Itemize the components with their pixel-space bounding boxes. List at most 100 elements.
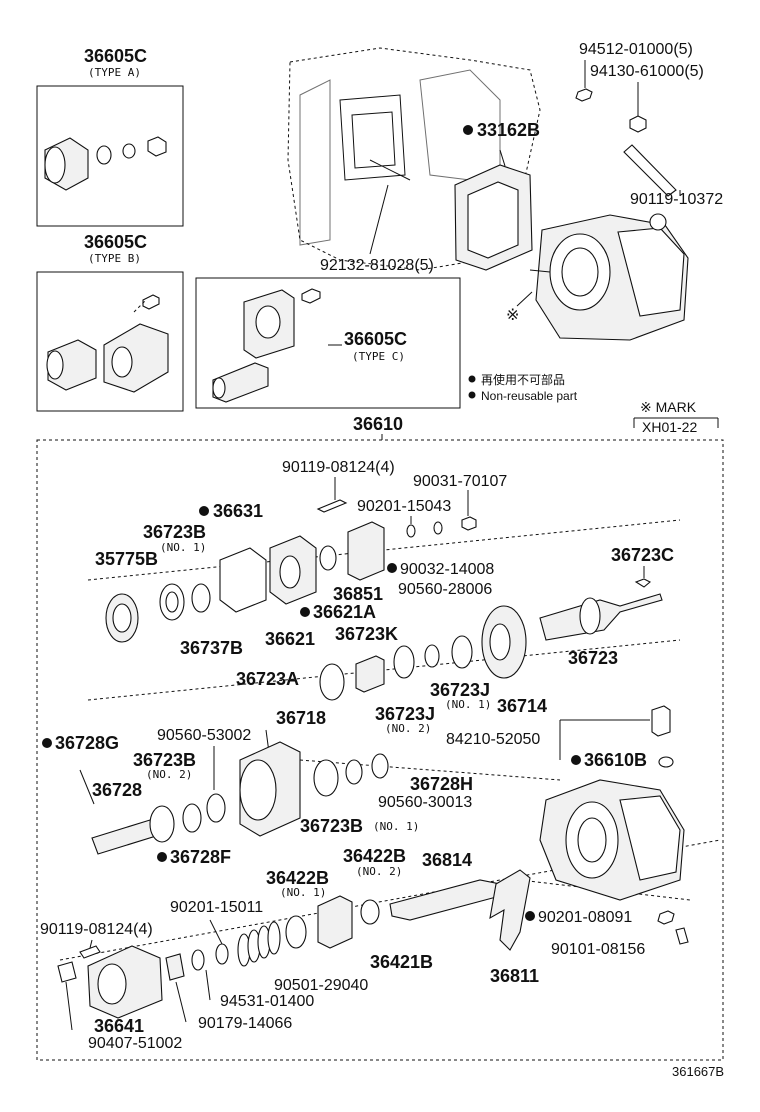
callout-92132[interactable]: 92132-81028(5) <box>320 257 434 274</box>
mark-label: ※ MARK <box>640 399 697 415</box>
callout-94512[interactable]: 94512-01000(5) <box>579 41 693 58</box>
callout-36728[interactable]: 36728 <box>92 780 142 800</box>
callout-90201-15043[interactable]: 90201-15043 <box>357 498 451 515</box>
bolt-90119-08124 <box>316 499 348 513</box>
legend-en-note: Non-reusable part <box>481 389 578 403</box>
callout-33162b[interactable]: 33162B <box>477 120 540 140</box>
callout-36728h[interactable]: 36728H <box>410 774 473 794</box>
callout-94531[interactable]: 94531-01400 <box>220 993 314 1010</box>
lock-washer <box>575 88 593 102</box>
callout-35775b[interactable]: 35775B <box>95 549 158 569</box>
type-c-part-number[interactable]: 36605C <box>344 329 407 349</box>
callout-90031[interactable]: 90031-70107 <box>413 473 507 490</box>
callout-90101-08156[interactable]: 90101-08156 <box>551 941 645 958</box>
callout-90560-53002[interactable]: 90560-53002 <box>157 727 251 744</box>
callout-36422b-no1[interactable]: 36422B <box>266 868 329 888</box>
callout-36723j-a[interactable]: 36723J <box>430 680 490 700</box>
callout-90560-28006[interactable]: 90560-28006 <box>398 581 492 598</box>
callout-90201-08091[interactable]: 90201-08091 <box>538 909 632 926</box>
callout-36723b-bottom-sub: (NO. 1) <box>373 820 419 833</box>
callout-36422b-no2[interactable]: 36422B <box>343 846 406 866</box>
callout-36814[interactable]: 36814 <box>422 850 472 870</box>
callout-90201-15011[interactable]: 90201-15011 <box>170 899 263 916</box>
washer-90201-15043 <box>406 524 416 538</box>
type-c-group: 36605C (TYPE C) <box>195 277 461 409</box>
type-c-label: (TYPE C) <box>352 350 405 363</box>
callout-36723j-b-sub: (NO. 2) <box>385 722 431 735</box>
callout-36851[interactable]: 36851 <box>333 584 383 604</box>
type-b-group: 36605C (TYPE B) <box>36 232 184 412</box>
callout-36723k[interactable]: 36723K <box>335 624 398 644</box>
washer-36422b-no2 <box>360 899 380 925</box>
type-b-parts <box>46 294 169 393</box>
washer-36422b-no1 <box>285 915 307 949</box>
bolt-90101-08156 <box>675 927 689 945</box>
power-takeoff-unit <box>529 213 689 341</box>
shift-shaft-36814 <box>389 879 501 921</box>
callout-36714[interactable]: 36714 <box>497 696 547 716</box>
plug-36723c <box>634 578 651 588</box>
callout-90119-10372[interactable]: 90119-10372 <box>630 191 723 208</box>
type-b-part-number[interactable]: 36605C <box>84 232 147 252</box>
callout-36737b[interactable]: 36737B <box>180 638 243 658</box>
callout-84210[interactable]: 84210-52050 <box>446 731 540 748</box>
callout-36728f[interactable]: 36728F <box>170 847 231 867</box>
ring-90560-53002 <box>206 793 226 823</box>
callout-94130[interactable]: 94130-61000(5) <box>590 63 704 80</box>
nut-90031 <box>461 516 477 531</box>
ring-90560-30013 <box>345 759 363 785</box>
bolt-90119-08124-bottom <box>79 945 101 959</box>
callout-90560-30013[interactable]: 90560-30013 <box>378 794 472 811</box>
callout-90501-29040[interactable]: 90501-29040 <box>274 977 368 994</box>
bearing-36723b-bottom <box>313 759 339 797</box>
callout-36723[interactable]: 36723 <box>568 648 618 668</box>
legend-dot-jp <box>468 375 476 383</box>
callout-36728g[interactable]: 36728G <box>55 733 119 753</box>
callout-36723b-no1[interactable]: 36723B <box>143 522 206 542</box>
bearing-36723a <box>319 663 345 701</box>
type-b-box <box>36 271 184 412</box>
shift-fork-36811 <box>489 869 531 951</box>
type-a-label: (TYPE A) <box>88 66 141 79</box>
callout-36422b-no1-sub: (NO. 1) <box>280 886 326 899</box>
callout-36631[interactable]: 36631 <box>213 501 263 521</box>
nut <box>629 115 647 133</box>
gasket-36631 <box>219 547 267 613</box>
callout-36421b[interactable]: 36421B <box>370 952 433 972</box>
callout-36723c[interactable]: 36723C <box>611 545 674 565</box>
callout-36723b-no2[interactable]: 36723B <box>133 750 196 770</box>
callout-90119-08124-bottom[interactable]: 90119-08124(4) <box>40 921 153 938</box>
callout-36610b[interactable]: 36610B <box>584 750 647 770</box>
assembly-axis-3 <box>299 759 561 781</box>
type-a-group: 36605C (TYPE A) <box>36 46 184 227</box>
callout-36718[interactable]: 36718 <box>276 708 326 728</box>
callout-36723a[interactable]: 36723A <box>236 669 299 689</box>
ball-94531 <box>191 949 205 971</box>
callout-36811[interactable]: 36811 <box>490 966 539 986</box>
callout-36723j-b[interactable]: 36723J <box>375 704 435 724</box>
breather-90407 <box>57 961 77 983</box>
callout-36621[interactable]: 36621 <box>265 629 315 649</box>
callout-90179[interactable]: 90179-14066 <box>198 1015 292 1032</box>
callout-90407[interactable]: 90407-51002 <box>88 1035 182 1052</box>
spacer-36723k <box>355 655 385 693</box>
callout-36723b-bottom[interactable]: 36723B <box>300 816 363 836</box>
callout-90032[interactable]: 90032-14008 <box>400 561 494 578</box>
ring-36737b <box>191 583 211 613</box>
type-b-label: (TYPE B) <box>88 252 141 265</box>
cap-36851 <box>347 521 385 581</box>
non-reusable-mark <box>463 125 473 135</box>
callout-36723b-no1-sub: (NO. 1) <box>160 541 206 554</box>
sleeve-36421b <box>317 895 353 949</box>
type-a-part-number[interactable]: 36605C <box>84 46 147 66</box>
mark-code: XH01-22 <box>642 419 697 435</box>
callout-36641[interactable]: 36641 <box>94 1016 144 1036</box>
callout-36621a[interactable]: 36621A <box>313 602 376 622</box>
bolt-90119-10372 <box>623 144 677 197</box>
ring-36728h <box>371 753 389 779</box>
switch-84210 <box>651 705 671 737</box>
assembly-part-number[interactable]: 36610 <box>353 414 403 434</box>
plug-90179 <box>165 953 185 981</box>
callout-90119-08124-top[interactable]: 90119-08124(4) <box>282 459 395 476</box>
legend-dot-en <box>468 391 476 399</box>
